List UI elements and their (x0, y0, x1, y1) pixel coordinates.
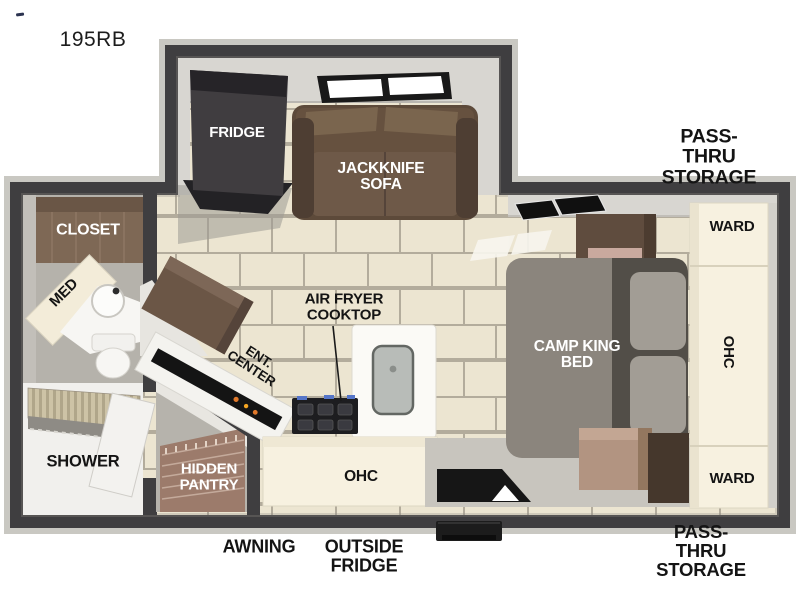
entry-door (437, 469, 531, 502)
nightstand (579, 428, 652, 490)
bedroom-vent (514, 194, 607, 221)
fridge-cabinet (190, 70, 288, 196)
front-window (317, 72, 452, 103)
ent-center-cabinet (134, 331, 297, 448)
kitchen-island (351, 324, 437, 439)
kitchen-ohc-cabinet (262, 436, 438, 507)
bathroom (23, 195, 156, 515)
ward-cabinet-column (689, 202, 769, 509)
fireplace-strip (150, 348, 283, 431)
front-left-wall-face (178, 58, 190, 195)
pantry-side-wall (247, 428, 260, 515)
cooktop-leader-line (332, 325, 342, 402)
bedroom-ohc-cabinet (576, 214, 656, 262)
entry-step (436, 521, 502, 541)
bathroom-door (88, 392, 156, 498)
corner-cabinet (141, 255, 254, 355)
stray-mark (16, 12, 25, 17)
jackknife-sofa (292, 105, 478, 220)
pillow (630, 272, 686, 350)
bedroom-bench (648, 433, 689, 503)
floor-highlights (470, 230, 552, 261)
pillow (630, 356, 686, 434)
pantry-stairs (160, 428, 245, 512)
toilet (91, 333, 136, 379)
closet-cabinet (36, 197, 143, 263)
air-fryer-cooktop (292, 395, 358, 434)
kitchen-sink (371, 344, 415, 416)
camp-king-bed (506, 258, 688, 458)
